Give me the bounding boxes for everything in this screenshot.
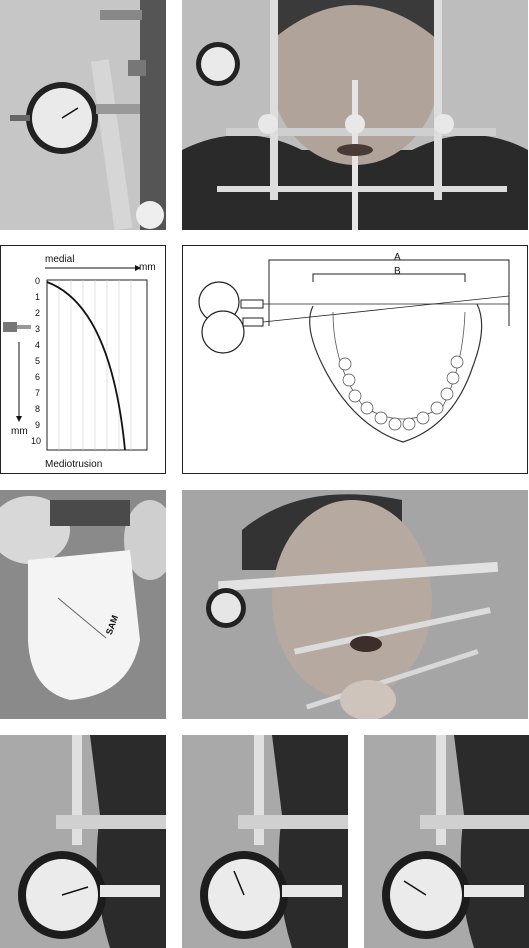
diagram-caption: Mediotrusion [45,459,103,470]
tick-label: 5 [35,356,41,366]
axis-left-unit: mm [11,426,28,437]
tick-label: 7 [35,388,41,398]
label-b: B [394,266,401,277]
gauge-closeup-photo [0,0,166,230]
gauge-sequence-photo-2 [182,735,348,948]
label-a: A [394,252,401,263]
gauge-sequence-photo-1 [0,735,166,948]
paper-card-photo: SAM [0,490,166,719]
mandible-diagram: A B [182,245,528,474]
tick-label: 9 [35,420,41,430]
tick-label: 10 [31,436,42,446]
mediotrusion-curve [46,281,126,451]
axis-top-unit: mm [139,262,156,273]
tick-label: 6 [35,372,41,382]
dial-gauge-icon [201,310,245,354]
patient-front-photo [182,0,528,230]
tick-label: 8 [35,404,41,414]
tick-label: 4 [35,340,41,350]
tick-label: 1 [35,292,41,302]
tick-label: 3 [35,324,41,334]
patient-side-photo [182,490,528,719]
mediotrusion-diagram: medial mm mm Mediotrusion 0 1 2 3 4 5 6 … [0,245,166,474]
gauge-sequence-photo-3 [364,735,529,948]
tick-label: 0 [35,276,41,286]
mandible-outline [309,303,483,443]
axis-top-label: medial [45,254,75,265]
tick-label: 2 [35,308,41,318]
